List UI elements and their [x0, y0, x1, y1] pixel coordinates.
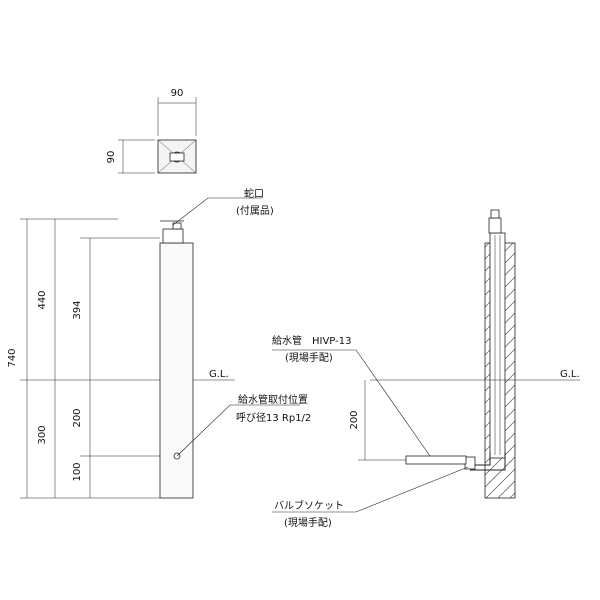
- dim-total: 740: [7, 348, 18, 367]
- inlet-size-label: 呼び径13 Rp1/2: [236, 411, 311, 424]
- faucet-note: (付属品): [236, 204, 274, 217]
- gl-left-label: G.L.: [209, 369, 229, 380]
- faucet-label: 蛇口: [244, 187, 264, 200]
- dim-inlet-from-bottom: 100: [72, 462, 83, 481]
- right-section: [272, 209, 580, 513]
- dim-below-ground: 300: [37, 425, 48, 444]
- supply-pipe-note: (現場手配): [285, 351, 333, 364]
- dim-above-ground: 440: [37, 290, 48, 309]
- top-view: [118, 97, 197, 174]
- gl-right-label: G.L.: [560, 369, 580, 380]
- top-width-dim: 90: [171, 88, 184, 99]
- dim-inlet-depth: 200: [72, 408, 83, 427]
- inlet-position-label: 給水管取付位置: [238, 393, 308, 406]
- top-depth-dim: 90: [106, 151, 117, 164]
- dim-right-depth: 200: [349, 410, 360, 429]
- valve-socket-note: (現場手配): [284, 516, 332, 529]
- valve-socket-label: バルブソケット: [274, 499, 344, 512]
- dim-faucet-height: 394: [72, 300, 83, 319]
- supply-pipe-label: 給水管 HIVP-13: [272, 334, 351, 347]
- left-elevation: [20, 197, 300, 499]
